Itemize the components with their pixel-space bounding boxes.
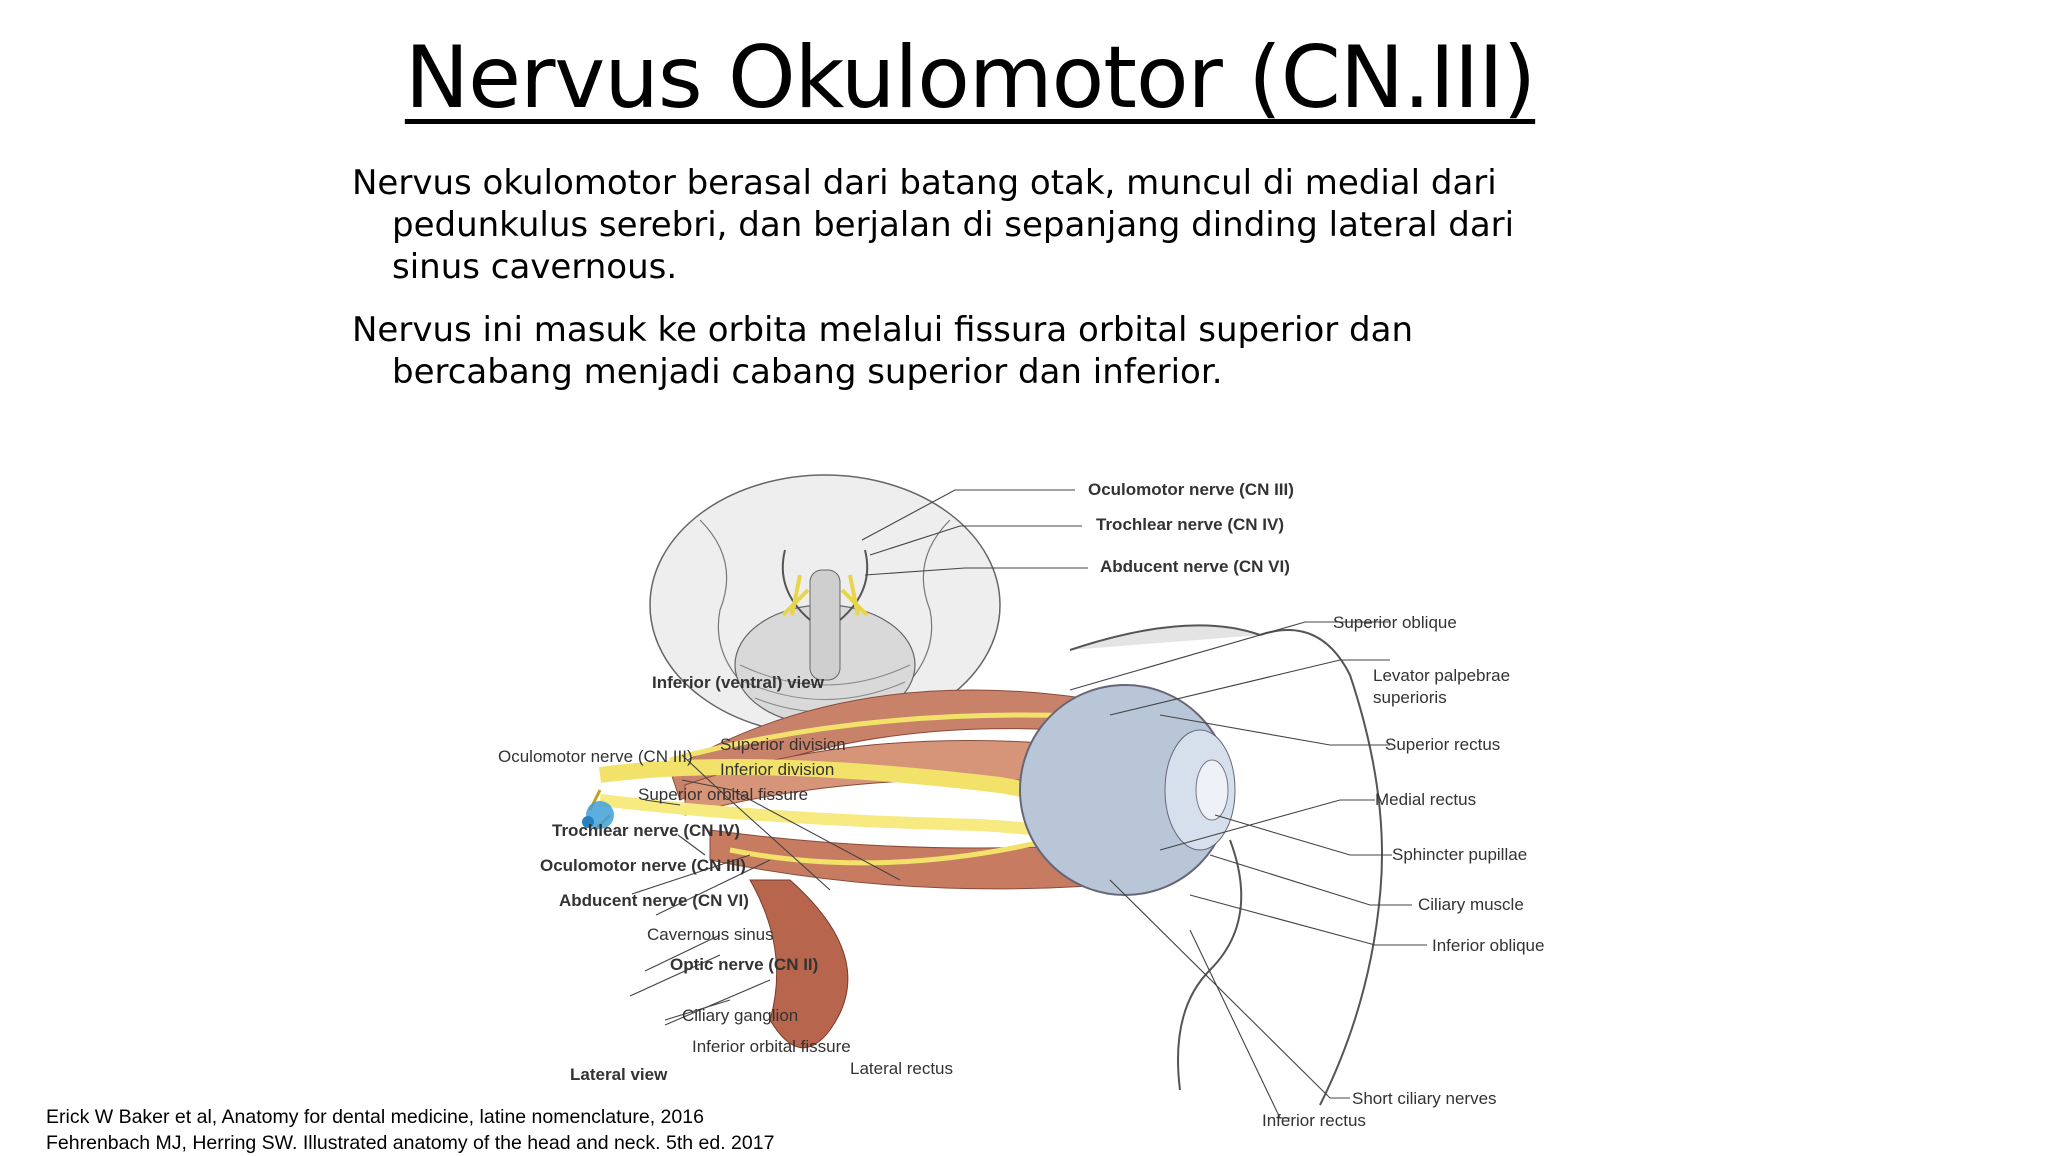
label-cavernous-sinus: Cavernous sinus (647, 925, 774, 944)
label-inferior-ventral-view: Inferior (ventral) view (652, 673, 825, 692)
label-medial-rectus: Medial rectus (1375, 790, 1476, 809)
label-trochlear-nerve-left: Trochlear nerve (CN IV) (552, 821, 740, 840)
label-optic-nerve: Optic nerve (CN II) (670, 955, 818, 974)
eyeball-illustration (1019, 684, 1236, 896)
anatomy-figure: Oculomotor nerve (CN III) Trochlear nerv… (498, 474, 1544, 1130)
label-inferior-rectus: Inferior rectus (1262, 1111, 1366, 1130)
paragraph-branches: Nervus ini masuk ke orbita melalui fissu… (352, 310, 1414, 392)
label-superior-oblique: Superior oblique (1333, 613, 1457, 632)
skull-outline-illustration (1069, 624, 1383, 1106)
label-sphincter-pupillae: Sphincter pupillae (1392, 845, 1527, 864)
brain-ventral-illustration (649, 474, 1001, 736)
label-levator-superioris: superioris (1373, 688, 1447, 707)
reference-1: Erick W Baker et al, Anatomy for dental … (46, 1106, 704, 1128)
label-oculomotor-nerve-top: Oculomotor nerve (CN III) (1088, 480, 1294, 499)
reference-2: Fehrenbach MJ, Herring SW. Illustrated a… (46, 1132, 775, 1154)
label-inferior-oblique: Inferior oblique (1432, 936, 1544, 955)
label-inferior-division: Inferior division (720, 760, 834, 779)
references: Erick W Baker et al, Anatomy for dental … (46, 1104, 774, 1156)
label-ciliary-ganglion: Ciliary ganglion (682, 1006, 798, 1025)
label-levator-palpebrae: Levator palpebrae (1373, 666, 1510, 685)
label-lateral-rectus: Lateral rectus (850, 1059, 953, 1078)
label-lateral-view: Lateral view (570, 1065, 668, 1084)
label-inferior-orbital-fissure: Inferior orbital fissure (692, 1037, 851, 1056)
label-oculomotor-group: Oculomotor nerve (CN III) (498, 747, 693, 766)
label-short-ciliary-nerves: Short ciliary nerves (1352, 1089, 1497, 1108)
label-superior-orbital-fissure: Superior orbital fissure (638, 785, 808, 804)
slide-title: Nervus Okulomotor (CN.III) (404, 28, 1536, 128)
label-oculomotor-nerve-left: Oculomotor nerve (CN III) (540, 856, 746, 875)
paragraph-origin: Nervus okulomotor berasal dari batang ot… (352, 163, 1515, 287)
label-abducent-nerve-left: Abducent nerve (CN VI) (559, 891, 749, 910)
label-superior-division: Superior division (720, 735, 846, 754)
label-abducent-nerve-top: Abducent nerve (CN VI) (1100, 557, 1290, 576)
label-superior-rectus: Superior rectus (1385, 735, 1500, 754)
label-trochlear-nerve-top: Trochlear nerve (CN IV) (1096, 515, 1284, 534)
label-ciliary-muscle: Ciliary muscle (1418, 895, 1524, 914)
